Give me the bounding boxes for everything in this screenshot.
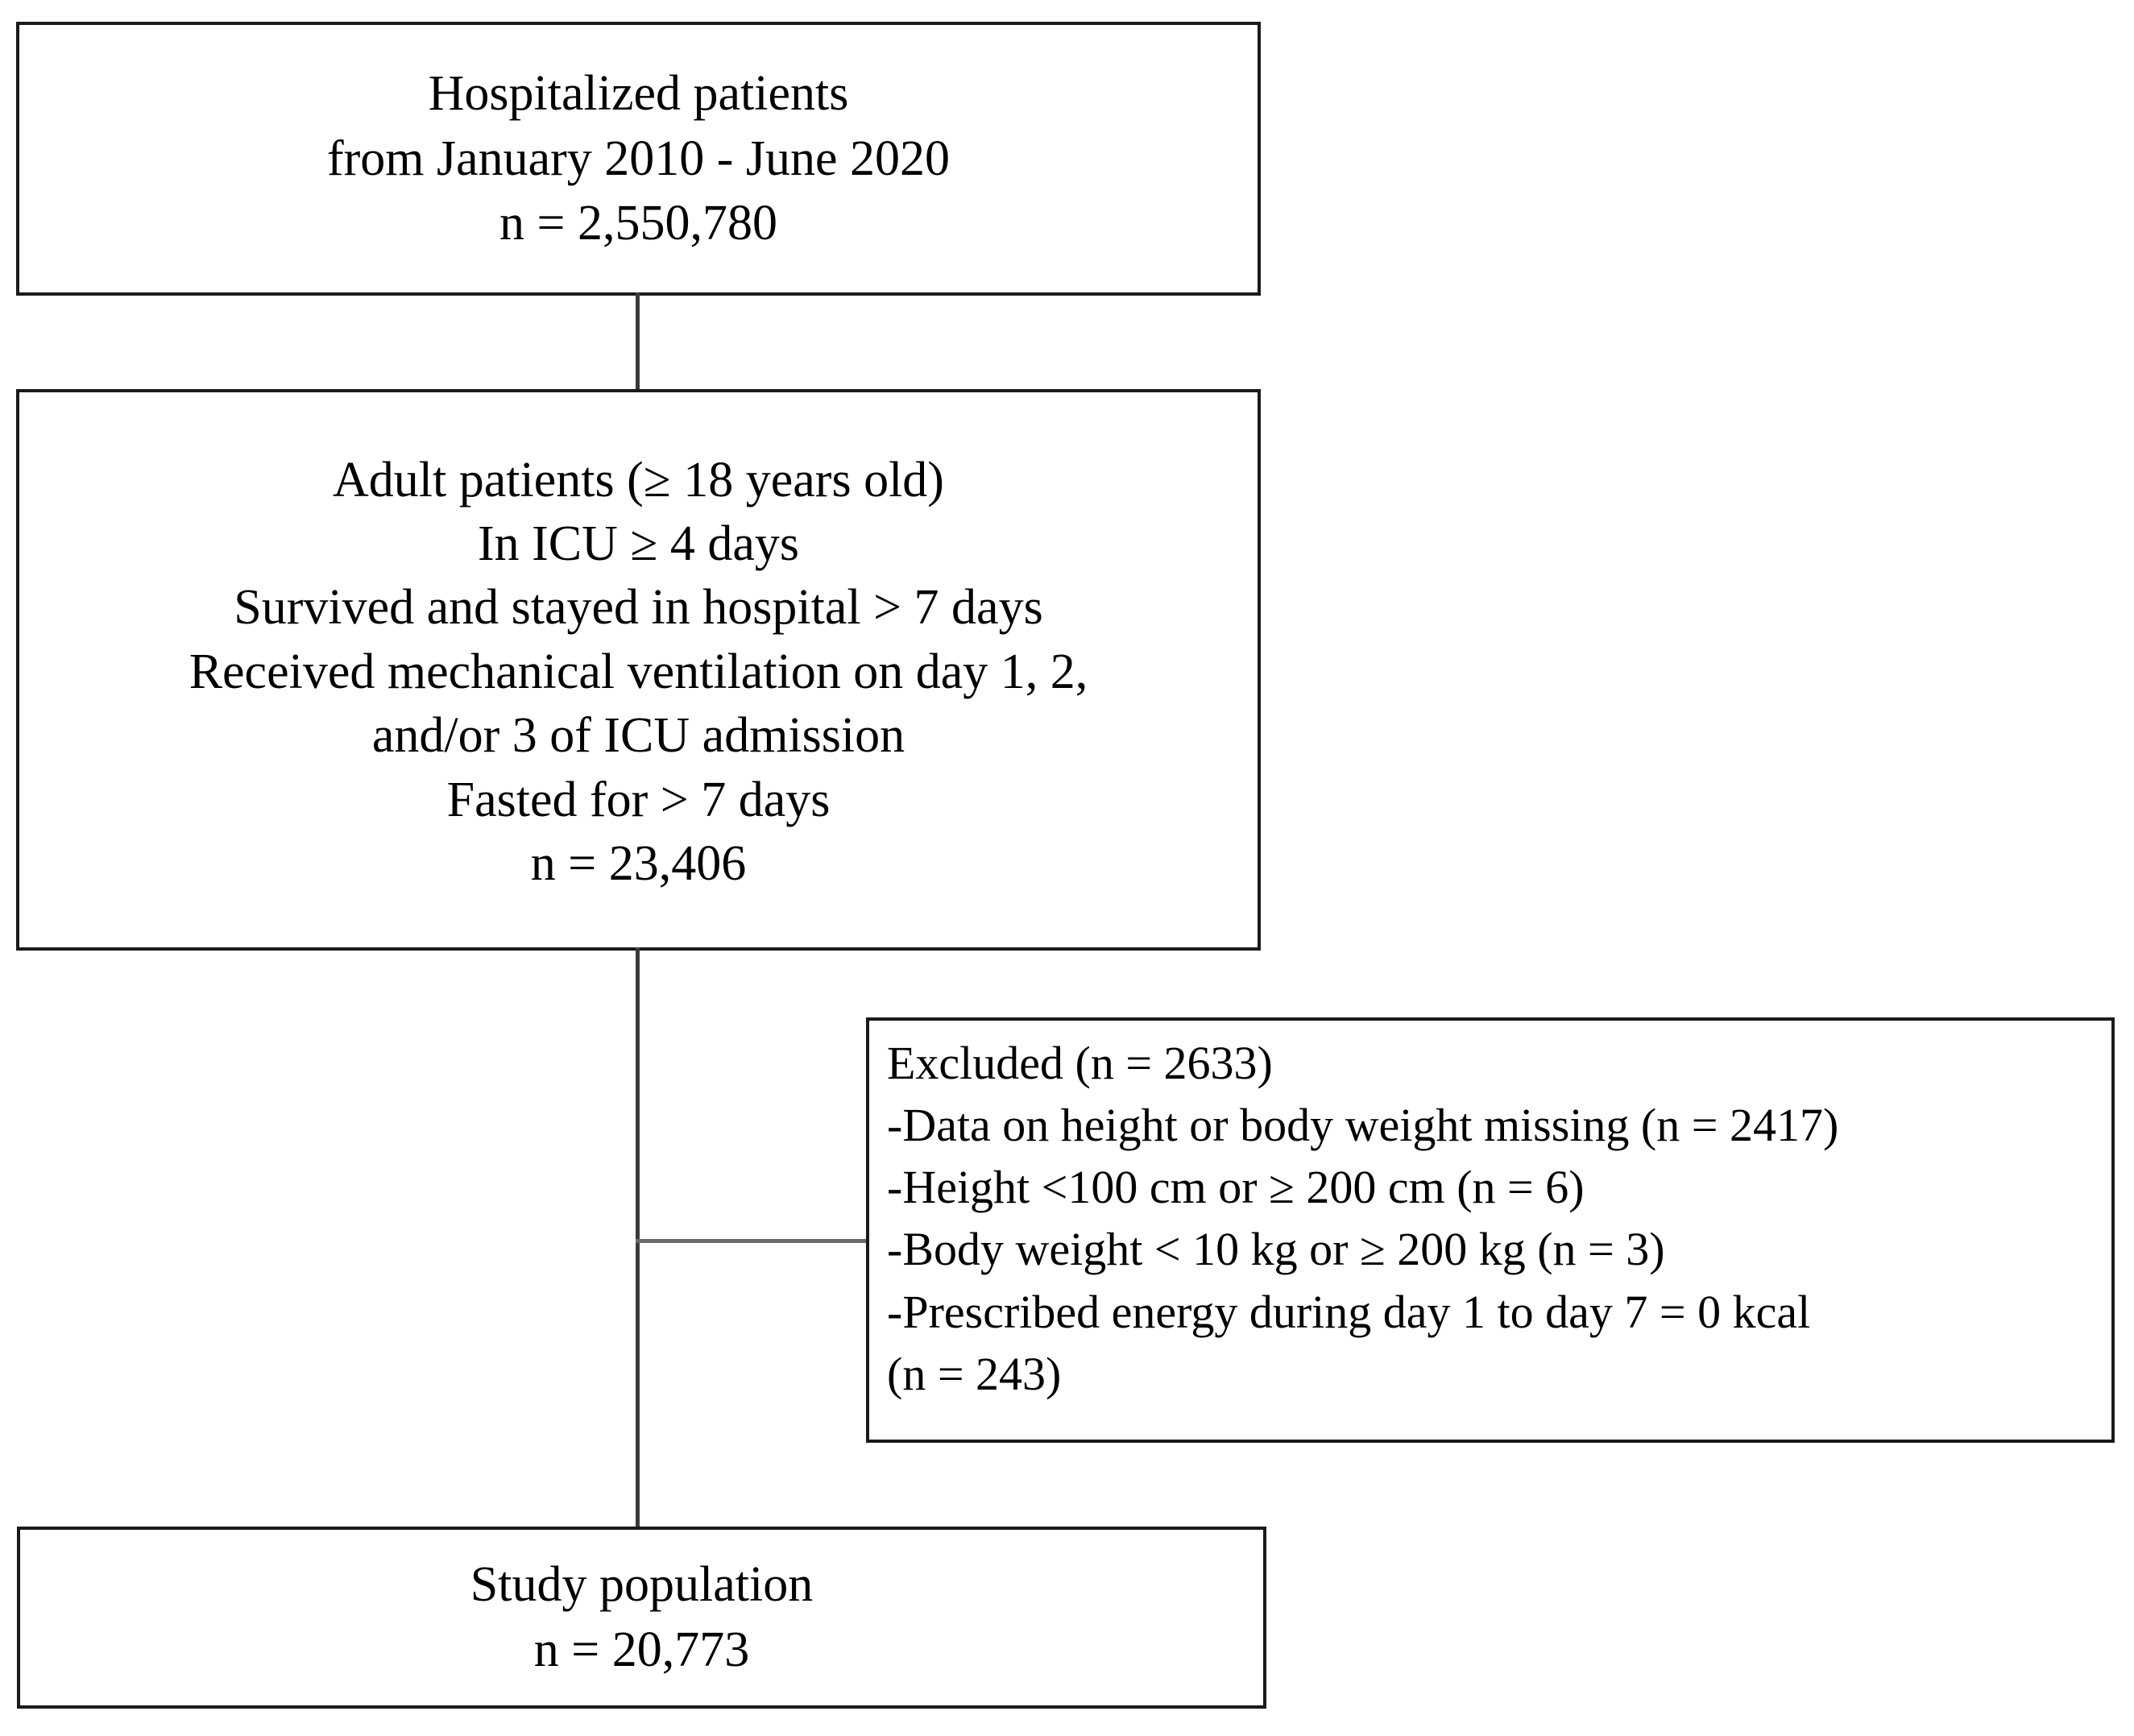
connector-branch-to-excluded [636, 1239, 869, 1243]
box-excluded-patients: Excluded (n = 2633) -Data on height or b… [866, 1017, 2115, 1443]
box-excluded-reason-1: -Data on height or body weight missing (… [887, 1099, 1839, 1152]
connector-eligible-to-population [636, 947, 640, 1530]
box-population-label: Study population [470, 1557, 814, 1613]
box-excluded-reason-4: -Prescribed energy during day 1 to day 7… [887, 1285, 1811, 1338]
box-source-line-1: Hospitalized patients [428, 66, 849, 122]
box-excluded-reason-4-count: (n = 243) [887, 1347, 1062, 1400]
box-eligibility-criteria: Adult patients (≥ 18 years old) In ICU ≥… [16, 389, 1261, 951]
box-hospitalized-patients: Hospitalized patients from January 2010 … [16, 22, 1261, 296]
box-eligible-line-2: In ICU ≥ 4 days [477, 516, 800, 572]
box-eligible-line-5: and/or 3 of ICU admission [371, 708, 905, 764]
box-eligible-line-4: Received mechanical ventilation on day 1… [189, 644, 1088, 699]
box-excluded-reason-3: -Body weight < 10 kg or ≥ 200 kg (n = 3) [887, 1223, 1665, 1276]
box-eligible-line-6: Fasted for > 7 days [446, 772, 831, 827]
box-source-line-2: from January 2010 - June 2020 [326, 131, 951, 186]
box-source-count: n = 2,550,780 [499, 196, 777, 251]
box-eligible-line-1: Adult patients (≥ 18 years old) [333, 452, 944, 508]
box-excluded-header: Excluded (n = 2633) [887, 1037, 1273, 1089]
box-population-count: n = 20,773 [533, 1622, 750, 1677]
box-eligible-line-3: Survived and stayed in hospital > 7 days [234, 580, 1043, 636]
box-eligible-count: n = 23,406 [530, 835, 747, 891]
connector-source-to-eligible [636, 292, 640, 392]
box-excluded-reason-2: -Height <100 cm or ≥ 200 cm (n = 6) [887, 1161, 1585, 1214]
box-study-population: Study population n = 20,773 [17, 1527, 1266, 1709]
